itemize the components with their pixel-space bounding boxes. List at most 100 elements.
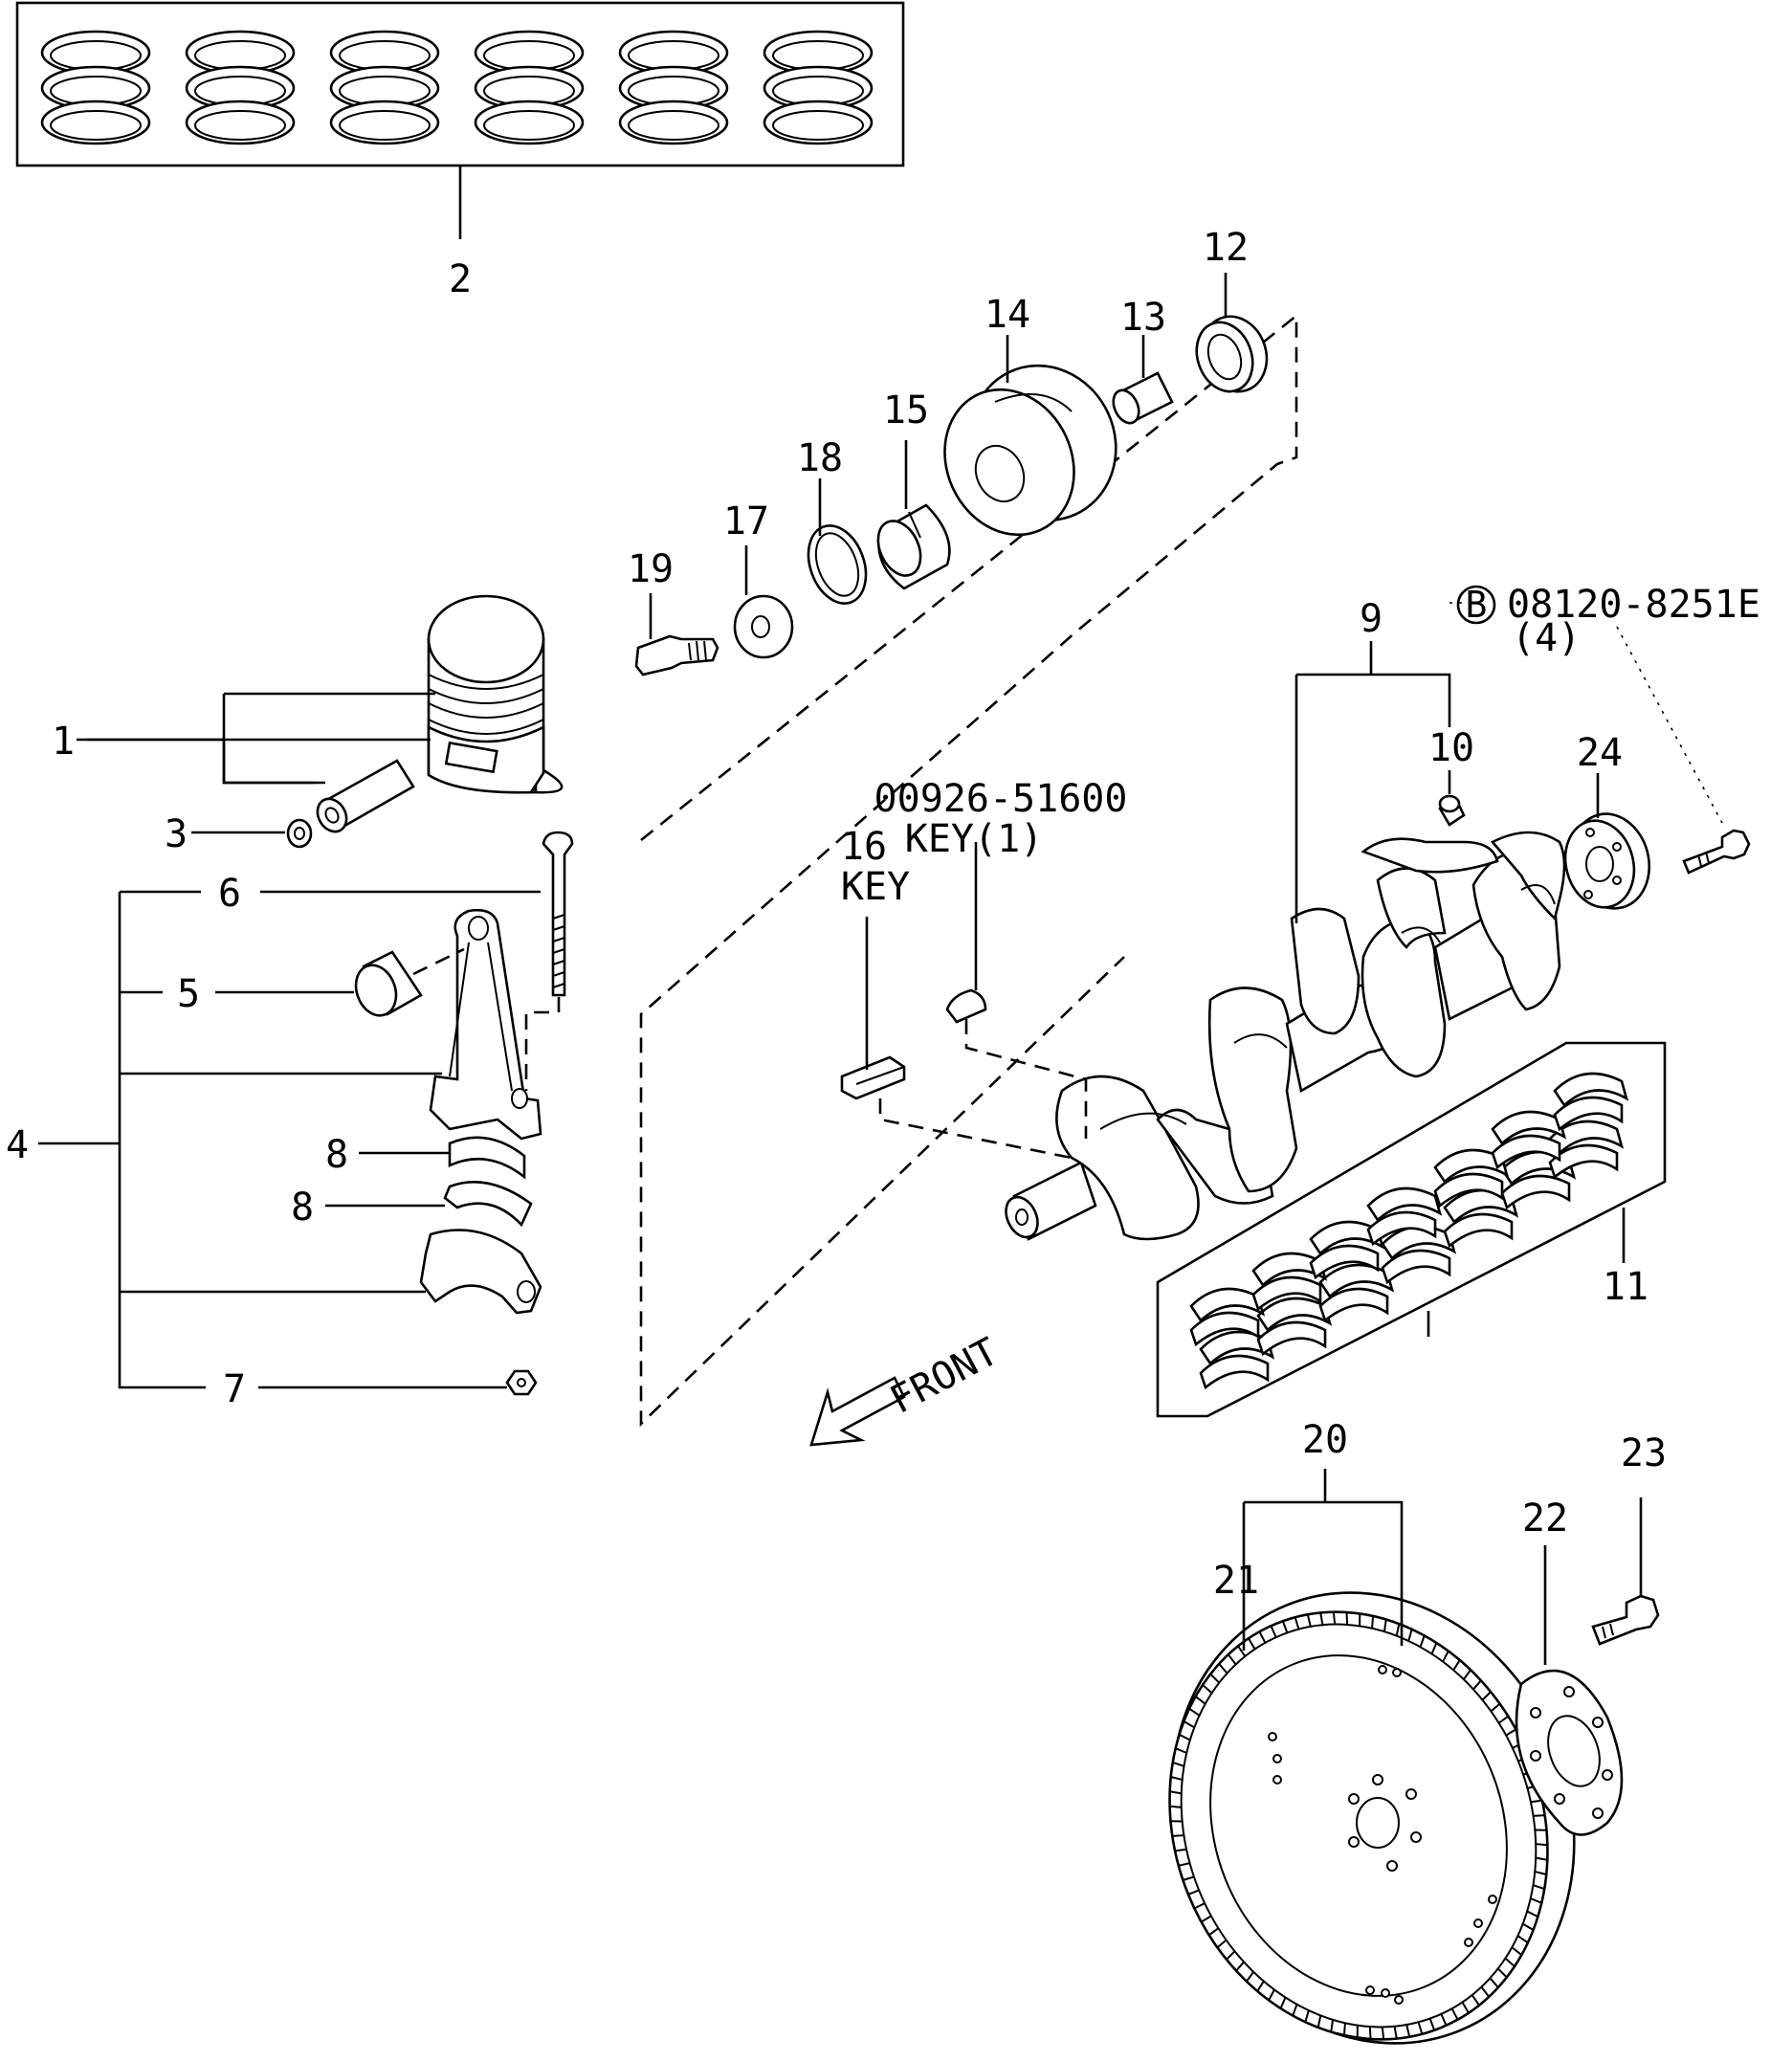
gear-tooth [1535,1856,1548,1861]
gear-tooth [1342,2022,1346,2036]
leader-20 [1242,1469,1404,1651]
gear-tooth [1256,1980,1265,1992]
callout-2: 2 [449,257,472,301]
gear-tooth [1193,1902,1206,1910]
gear-tooth [1330,2019,1335,2032]
rear-plate-icon-24 [1563,812,1651,910]
bushing-dash [412,947,465,976]
bearing-shell-icon [1366,1186,1443,1247]
crankshaft-icon [1005,831,1566,1241]
bearing-shell-icon [1189,1287,1266,1347]
gear-tooth [1169,1790,1183,1795]
gear-tooth [1461,2001,1470,2014]
woodruff-key-icon [945,988,987,1024]
gear-tooth [1306,1614,1313,1629]
gear-tooth [1319,1612,1324,1627]
key-dash-2 [964,1019,1088,1139]
o-ring-icon-18 [807,524,868,605]
gear-tooth [1472,1679,1482,1691]
bearing-shell-icon [1491,1110,1567,1170]
gear-tooth [1258,1630,1267,1645]
gear-tooth [1462,1669,1471,1680]
gear-tooth [1208,1927,1220,1937]
gear-tooth [1534,1870,1547,1875]
bolt-dash [524,997,561,1091]
pilot-bushing-icon-13 [1112,371,1174,425]
gear-tooth [1227,1653,1237,1666]
callout-8a: 8 [325,1133,348,1177]
gear-tooth [1279,1996,1287,2009]
piston-pin-icon [316,759,415,833]
bolt-ref-dots [1616,626,1723,824]
piston-icon [427,594,564,794]
gear-tooth [1195,1696,1206,1705]
callout-22: 22 [1522,1497,1568,1541]
bearing-shell-icon [1433,1148,1510,1208]
callout-9: 9 [1360,597,1383,641]
bearing-shell-icon [1548,1120,1625,1180]
washer-icon-17 [733,594,794,659]
snap-ring-icon [286,818,313,849]
piston-ring-set-icon [474,30,585,145]
gear-tooth [1178,1862,1190,1867]
gear-tooth [1202,1684,1213,1695]
gear-tooth [1442,1651,1449,1663]
gear-tooth [1533,1814,1545,1817]
callout-24: 24 [1577,731,1623,775]
gear-tooth [1511,1946,1522,1956]
gear-tooth [1480,1985,1491,1998]
rod-cap-icon [419,1229,542,1315]
gear-tooth [1497,1715,1509,1724]
key-16-label: KEY [841,865,910,909]
gear-tooth [1209,1673,1221,1684]
front-label: FRONT [883,1330,1006,1423]
bearing-shell-icon [1553,1072,1629,1132]
callout-5: 5 [177,972,200,1016]
gear-tooth [1268,1988,1275,2001]
callout-10: 10 [1428,726,1474,770]
plate-icon-22 [1515,1669,1624,1836]
callout-18: 18 [797,436,843,480]
gear-tooth [1405,2023,1411,2037]
gear-tooth [1294,1616,1300,1630]
gear-tooth [1450,2007,1459,2021]
collar-icon-15 [876,503,951,590]
piston-ring-set-icon [185,30,296,145]
bolt-icon-24 [1682,829,1751,875]
bearing-shell-icon [1318,1263,1395,1323]
gear-tooth [1292,2004,1298,2016]
callout-23: 23 [1621,1431,1667,1475]
gear-tooth [1371,1615,1375,1630]
front-group-frame [639,313,1298,1428]
key-qty: KEY(1) [905,817,1044,861]
gear-tooth [1393,2025,1398,2039]
gear-tooth [1417,2021,1424,2035]
callout-11: 11 [1603,1265,1648,1309]
bolt-ref-badge: B [1456,584,1496,626]
rod-bolt-icon [542,831,574,997]
bolt-icon-19 [634,634,719,676]
piston-ring-set-icon [40,30,151,145]
callout-8b: 8 [291,1186,314,1230]
gear-tooth [1218,1663,1228,1674]
gear-tooth [1172,1834,1184,1837]
callout-13: 13 [1120,296,1166,340]
leader-4-bracket [118,892,206,1389]
piston-ring-set-icon [618,30,729,145]
callout-17: 17 [723,499,769,543]
bearing-shell-icon [1443,1188,1519,1249]
gear-tooth [1526,1910,1538,1918]
gear-tooth [1345,1612,1349,1626]
gear-tooth [1532,1884,1545,1891]
gear-tooth [1381,2026,1385,2040]
gear-tooth [1170,1776,1184,1782]
gear-tooth [1183,1875,1195,1881]
gear-tooth [1201,1915,1212,1923]
connecting-rod-icon [429,909,542,1141]
timing-gear-icon-12 [1195,315,1269,393]
gear-tooth [1174,1848,1187,1852]
gear-tooth [1216,1939,1228,1949]
gear-tooth [1246,1971,1255,1983]
callout-6: 6 [218,872,241,916]
